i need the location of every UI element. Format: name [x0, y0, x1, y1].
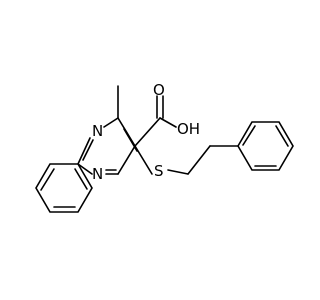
molecule-drawing: N N O OH S	[35, 81, 294, 213]
atom-s: S	[154, 162, 164, 180]
bond-c6-c5-double	[123, 128, 138, 152]
bond-c2-n1	[77, 137, 91, 165]
phenyl-ring-left	[35, 163, 93, 213]
phenylethylthio-chain	[134, 145, 239, 175]
bond-n1-c6	[103, 117, 119, 128]
bond-c2-n1-double	[82, 139, 94, 161]
bond-n3-c2	[77, 163, 93, 175]
phenyl-ring-right	[237, 121, 294, 171]
atom-oh: OH	[177, 120, 200, 138]
atom-n1: N	[92, 122, 103, 140]
structure-diagram: N N O OH S	[35, 81, 294, 213]
bond-s-ch2	[167, 169, 189, 175]
bond-c5-c4	[117, 145, 136, 175]
atom-o-carbonyl: O	[153, 81, 165, 99]
carboxylic-acid-group	[134, 95, 177, 147]
bond-cacid-oh	[159, 117, 177, 128]
bond-ch2-ch2	[187, 145, 211, 175]
bond-c5-cacid	[134, 117, 161, 147]
atom-n3: N	[92, 165, 103, 183]
pyrimidine-ring	[77, 117, 138, 175]
bond-c4-s	[134, 145, 153, 175]
